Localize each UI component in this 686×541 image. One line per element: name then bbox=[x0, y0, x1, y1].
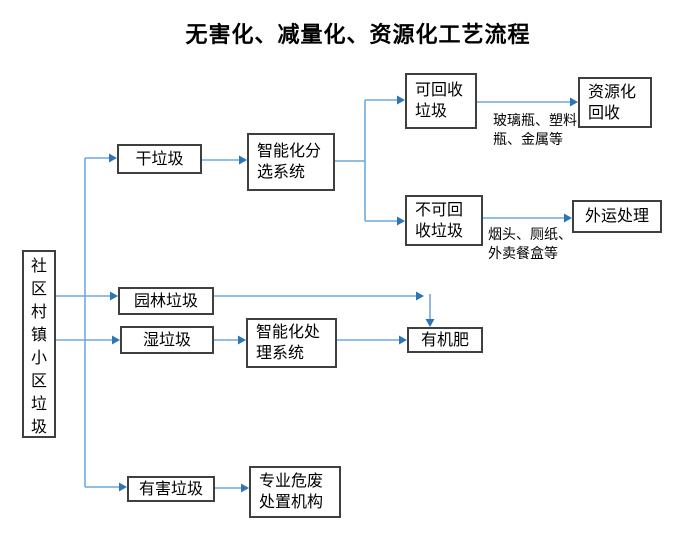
node-source-garbage: 社区村镇小区垃圾 bbox=[22, 250, 56, 438]
node-sorting-system: 智能化分选系统 bbox=[247, 133, 335, 191]
diagram-title: 无害化、减量化、资源化工艺流程 bbox=[185, 22, 531, 47]
node-organic-fertilizer: 有机肥 bbox=[407, 327, 483, 353]
node-wet-garbage: 湿垃圾 bbox=[120, 326, 214, 354]
node-resource-recovery: 资源化回收 bbox=[578, 77, 652, 128]
arrowhead-icon bbox=[399, 335, 407, 345]
arrowhead-icon bbox=[564, 213, 572, 223]
arrowhead-icon bbox=[425, 319, 435, 327]
edge-label-recyclable-examples: 玻璃瓶、塑料瓶、金属等 bbox=[493, 114, 577, 148]
arrowhead-icon bbox=[416, 291, 424, 301]
node-external-disposal: 外运处理 bbox=[572, 200, 662, 233]
node-recyclable-garbage: 可回收垃圾 bbox=[405, 73, 477, 129]
node-hazardous-garbage: 有害垃圾 bbox=[127, 476, 215, 502]
arrowhead-icon bbox=[397, 216, 405, 226]
arrowhead-icon bbox=[119, 482, 127, 492]
arrowhead-icon bbox=[109, 153, 117, 163]
node-processing-system: 智能化处理系统 bbox=[246, 318, 337, 368]
edge-label-non-recyclable-examples: 烟头、厕纸、外卖餐盒等 bbox=[488, 228, 572, 262]
arrowhead-icon bbox=[397, 95, 405, 105]
arrowhead-icon bbox=[241, 483, 249, 493]
arrowhead-icon bbox=[570, 97, 578, 107]
node-garden-garbage: 园林垃圾 bbox=[118, 287, 214, 315]
arrowhead-icon bbox=[110, 291, 118, 301]
arrowhead-icon bbox=[112, 335, 120, 345]
arrowhead-icon bbox=[238, 335, 246, 345]
node-hazwaste-agency: 专业危废处置机构 bbox=[249, 466, 341, 518]
node-dry-garbage: 干垃圾 bbox=[117, 144, 202, 174]
arrowhead-icon bbox=[239, 155, 247, 165]
node-non-recyclable-garbage: 不可回收垃圾 bbox=[405, 195, 483, 246]
